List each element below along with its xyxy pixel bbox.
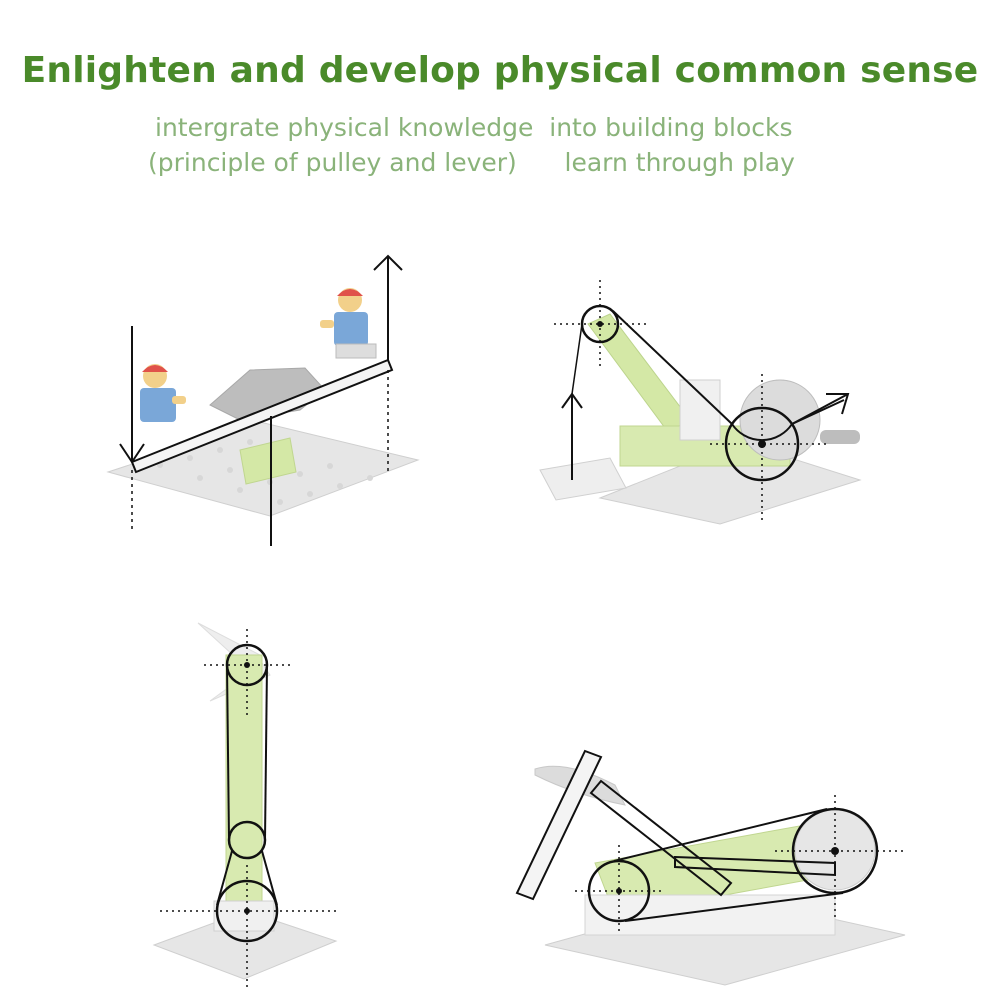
subtitle-line-1: intergrate physical knowledge into build… <box>155 113 793 142</box>
fulcrum-block-icon <box>239 437 297 485</box>
belt-icon <box>226 664 230 841</box>
minifigure-left-icon <box>140 364 186 422</box>
diagonal-arrow-icon <box>791 393 849 425</box>
subtitle-line-2: (principle of pulley and lever) learn th… <box>148 148 795 177</box>
page-title: Enlighten and develop physical common se… <box>21 50 979 91</box>
pulley-crane-illustration <box>539 280 862 525</box>
lever-seesaw-panel <box>100 240 430 560</box>
pulley-windmill-panel <box>150 615 350 995</box>
pulley-lever-vehicle-panel <box>505 745 915 990</box>
lever-plank-icon <box>515 749 603 901</box>
pulley-left-icon <box>587 859 651 923</box>
belt-icon <box>612 310 733 425</box>
pulley-windmill-illustration <box>152 622 338 987</box>
seesaw-plank-icon <box>130 358 394 474</box>
boom-icon <box>587 313 691 433</box>
pulley-lever-vehicle-illustration <box>515 749 907 986</box>
pulley-right-icon <box>791 807 879 895</box>
pulley-crane-panel <box>530 270 870 530</box>
minifigure-right-icon <box>320 288 377 359</box>
lever-seesaw-illustration <box>106 254 420 546</box>
pulley-bottom-icon <box>724 406 800 482</box>
tower-icon <box>225 654 263 906</box>
link-bar-icon <box>589 779 733 897</box>
belt-icon <box>613 808 828 862</box>
pulley-bottom-icon <box>215 879 279 943</box>
